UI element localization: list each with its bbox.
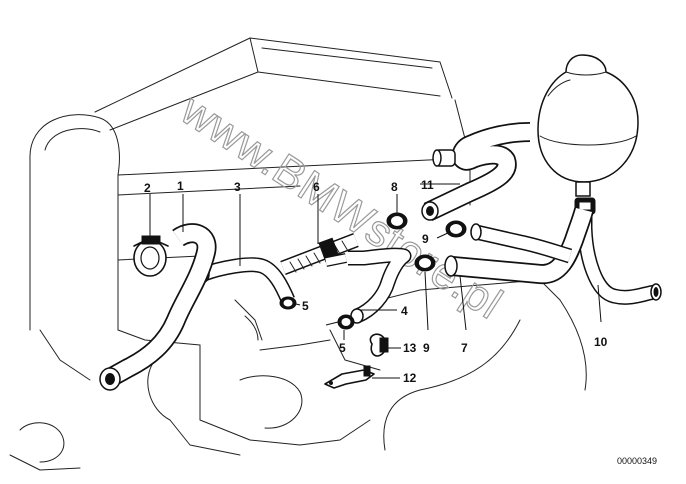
callout-11: 11	[421, 178, 434, 192]
hose-11	[421, 122, 531, 222]
callout-5-lower: 5	[339, 341, 346, 355]
thermostat-housing-2	[133, 235, 169, 277]
hose-3	[198, 257, 297, 310]
pipe-6	[280, 232, 359, 276]
hose-7	[444, 207, 594, 285]
clamp-9-upper	[445, 220, 467, 238]
callout-7: 7	[461, 341, 468, 355]
callout-2: 2	[144, 181, 151, 195]
expansion-tank	[537, 54, 639, 197]
callout-6: 6	[313, 180, 320, 194]
callout-numbers: 1 2 3 6 8 11 9 5 4 5 9 7 13 12 10	[144, 178, 608, 385]
callout-13: 13	[403, 341, 417, 355]
leader-lines	[149, 183, 602, 379]
callout-3: 3	[234, 180, 241, 194]
hose-9-upper	[470, 223, 573, 264]
callout-5-upper: 5	[302, 299, 309, 313]
callout-12: 12	[403, 371, 417, 385]
hose-1	[99, 223, 217, 391]
callout-10: 10	[594, 335, 608, 349]
callout-8: 8	[391, 180, 398, 194]
clamp-9-lower	[414, 254, 436, 272]
callout-9-upper: 9	[422, 232, 429, 246]
clamp-8	[386, 212, 408, 230]
engine-block-drawing	[9, 37, 587, 471]
hose-4	[337, 247, 412, 330]
bracket-12	[324, 365, 375, 389]
diagram-reference-code: 00000349	[617, 456, 657, 466]
callout-1: 1	[177, 179, 184, 193]
callout-9-lower: 9	[423, 341, 430, 355]
callout-4: 4	[401, 304, 408, 318]
clip-13	[369, 333, 389, 357]
